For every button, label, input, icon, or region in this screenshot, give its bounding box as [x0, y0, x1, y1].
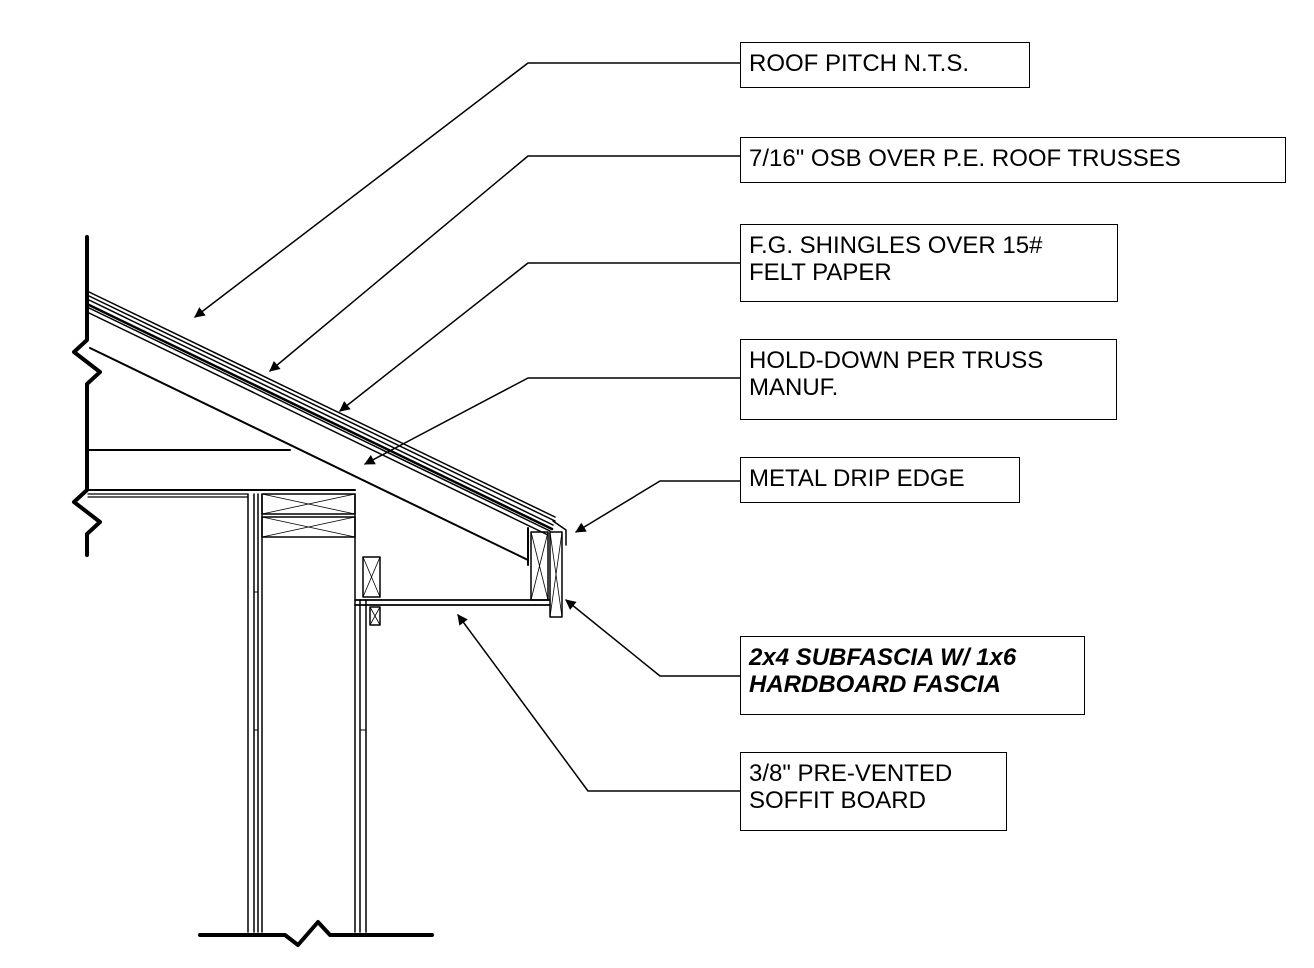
wall	[247, 493, 367, 933]
soffit-board	[354, 599, 551, 606]
callout-text: F.G. SHINGLES OVER 15#	[749, 232, 1043, 259]
left-break-line	[72, 235, 102, 557]
callout-drip-edge: METAL DRIP EDGE	[740, 457, 1020, 503]
callout-osb: 7/16" OSB OVER P.E. ROOF TRUSSES	[740, 137, 1286, 183]
callout-hold-down: HOLD-DOWN PER TRUSS MANUF.	[740, 339, 1117, 420]
callout-text: METAL DRIP EDGE	[749, 465, 965, 492]
callout-text: HARDBOARD FASCIA	[749, 671, 1001, 698]
callout-text: 2x4 SUBFASCIA W/ 1x6	[749, 644, 1017, 671]
callout-text: ROOF PITCH N.T.S.	[749, 50, 970, 77]
callout-text: MANUF.	[749, 374, 839, 401]
callout-roof-pitch: ROOF PITCH N.T.S.	[740, 42, 1030, 88]
truss-top-chord	[89, 347, 529, 566]
truss-bottom-chord	[87, 449, 356, 498]
leader-shingles	[339, 262, 743, 412]
leader-soffit	[457, 614, 743, 792]
leader-osb	[269, 155, 743, 372]
soffit-nailer	[362, 556, 381, 626]
callout-soffit: 3/8" PRE-VENTED SOFFIT BOARD	[740, 752, 1007, 831]
bottom-break-line	[198, 920, 434, 947]
leader-lines	[194, 62, 743, 792]
callout-text: FELT PAPER	[749, 259, 892, 286]
roof-layers	[85, 290, 556, 536]
fascia-assembly	[530, 520, 567, 618]
callout-text: 3/8" PRE-VENTED	[749, 760, 953, 787]
leader-hold-down	[364, 377, 743, 465]
callout-shingles: F.G. SHINGLES OVER 15# FELT PAPER	[740, 224, 1118, 302]
leader-drip-edge	[575, 480, 743, 533]
callout-text: HOLD-DOWN PER TRUSS	[749, 347, 1044, 374]
callout-text: SOFFIT BOARD	[749, 787, 926, 814]
callout-subfascia: 2x4 SUBFASCIA W/ 1x6 HARDBOARD FASCIA	[740, 636, 1085, 715]
callout-text: 7/16" OSB OVER P.E. ROOF TRUSSES	[749, 145, 1181, 172]
leader-roof-pitch	[194, 62, 743, 318]
leader-subfascia	[565, 599, 743, 677]
top-plate	[261, 493, 356, 538]
